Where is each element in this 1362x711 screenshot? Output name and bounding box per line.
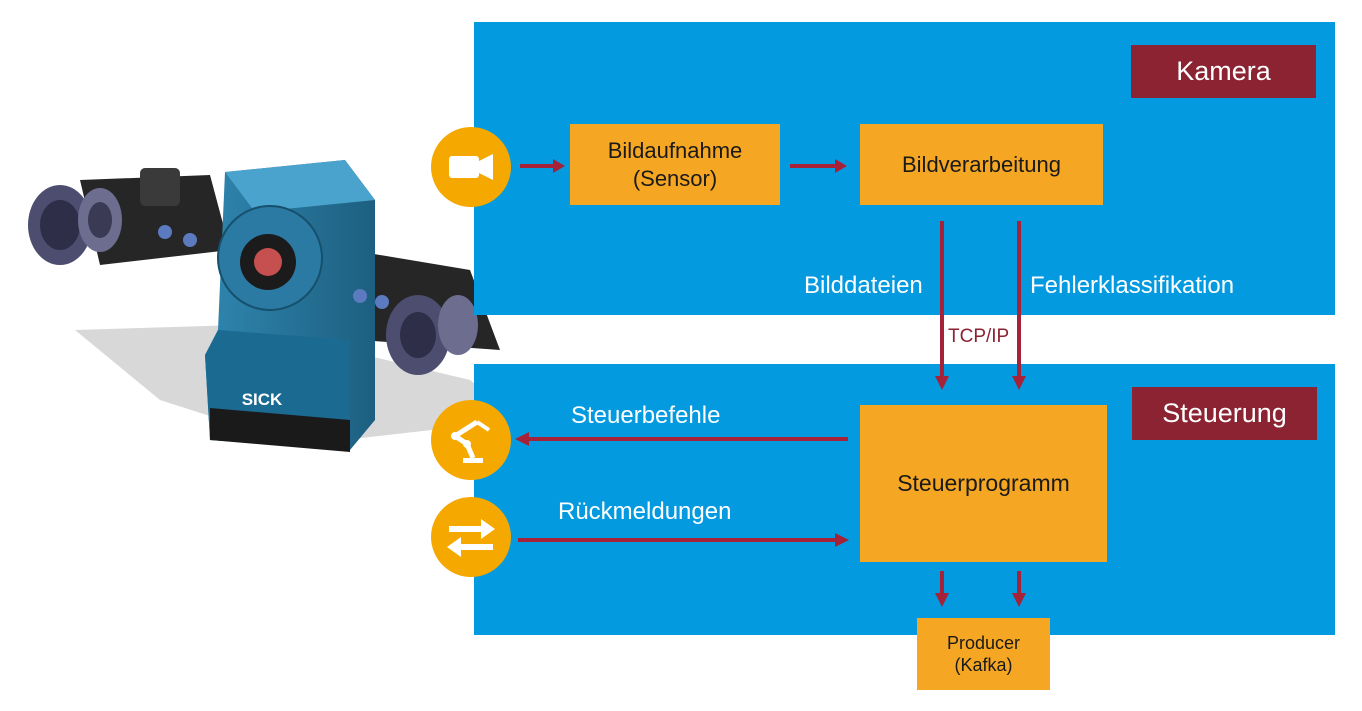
bolt-icon [353,289,367,303]
device-brand-label: SICK [242,390,283,409]
bolt-icon [158,225,172,239]
device-top-face [225,160,375,212]
link-label: TCP/IP [948,326,1010,347]
control-badge: Steuerung [1132,387,1317,440]
left-ring-mount [28,185,122,265]
right-ring-mount [386,295,478,375]
producer-title: Producer [946,632,1021,653]
images-label: Bilddateien [804,272,923,299]
exchange-arrows-icon [447,519,495,557]
camera-icon-circle [431,127,511,207]
left-mount-clamp [140,168,180,206]
lens-icon [254,248,282,276]
classification-label: Fehlerklassifikation [1030,272,1235,299]
video-camera-icon [449,154,493,180]
feedback-label: Rückmeldungen [558,498,732,525]
robot-icon-circle [431,400,511,480]
producer-box: Producer (Kafka) [917,618,1050,690]
device-base [210,408,350,452]
bolt-icon [375,295,389,309]
robot-arm-icon [451,419,491,463]
producer-subtitle: (Kafka) [954,655,1013,675]
sick-camera-illustration: SICK [28,160,520,452]
bolt-icon [183,233,197,247]
camera-badge: Kamera [1131,45,1316,98]
capture-box: Bildaufnahme (Sensor) [570,124,780,205]
processing-box: Bildverarbeitung [860,124,1103,205]
program-box: Steuerprogramm [860,405,1107,562]
capture-box-title: Bildaufnahme [607,138,743,163]
commands-label: Steuerbefehle [571,402,721,429]
capture-box-subtitle: (Sensor) [632,165,718,191]
exchange-icon-circle [431,497,511,577]
